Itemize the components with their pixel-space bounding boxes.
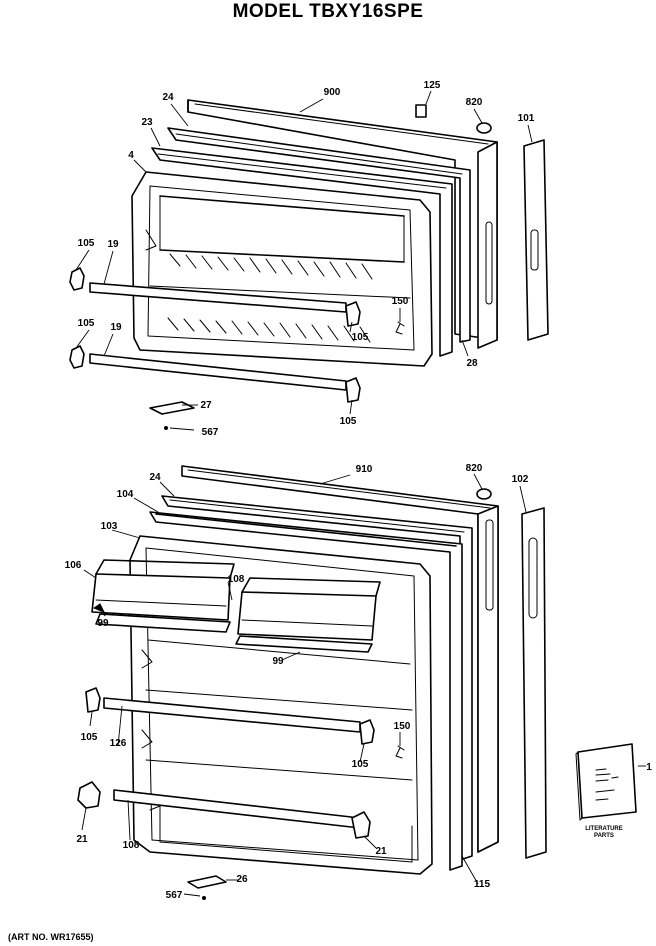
label-105: 105 — [78, 238, 95, 249]
fresh-food-breaker-104 — [149, 511, 463, 871]
label-150: 150 — [392, 296, 409, 307]
upper-leader-lines — [75, 90, 533, 431]
label-21: 21 — [76, 834, 88, 845]
label-910: 910 — [356, 464, 373, 475]
label-105: 105 — [352, 332, 369, 343]
label-105: 105 — [352, 759, 369, 770]
dairy-door-cover-108 — [237, 577, 381, 641]
label-115: 115 — [474, 879, 491, 890]
label-24: 24 — [162, 92, 174, 103]
cap-125 — [415, 104, 427, 118]
label-105: 105 — [340, 416, 357, 427]
label-21: 21 — [375, 846, 387, 857]
label-900: 900 — [324, 87, 341, 98]
label-105: 105 — [78, 318, 95, 329]
label-101: 101 — [518, 113, 535, 124]
label-820: 820 — [466, 463, 483, 474]
literature-caption-line1: LITERATURE — [585, 826, 623, 832]
label-19: 19 — [110, 322, 122, 333]
label-99: 99 — [272, 656, 284, 667]
label-27: 27 — [200, 400, 212, 411]
freezer-door-liner-4 — [131, 171, 433, 367]
art-number: (ART NO. WR17655) — [8, 932, 94, 942]
shelf-end-cap-21 — [351, 811, 371, 839]
label-820: 820 — [466, 97, 483, 108]
shelf-end-cap-105 — [345, 377, 361, 403]
screw-150 — [395, 321, 405, 335]
label-106: 106 — [65, 560, 82, 571]
label-108: 108 — [228, 574, 245, 585]
lower-leader-lines — [81, 473, 646, 897]
freezer-door-handle-101 — [523, 139, 549, 341]
label-103: 103 — [101, 521, 118, 532]
label-567: 567 — [166, 890, 183, 901]
label-108: 108 — [123, 840, 140, 851]
freezer-door-assembly: 900 125 820 101 24 23 4 105 19 105 19 15… — [69, 80, 549, 438]
literature-caption-line2: PARTS — [594, 833, 614, 839]
label-1: 1 — [646, 762, 652, 773]
label-24: 24 — [149, 472, 161, 483]
dairy-shelf-99-right — [235, 635, 373, 653]
fresh-food-door-assembly: LITERATURE PARTS — [65, 463, 653, 901]
plug-820 — [476, 122, 492, 134]
label-19: 19 — [107, 239, 119, 250]
model-title: MODEL TBXY16SPE — [232, 1, 424, 22]
hinge-bracket-27 — [149, 401, 195, 415]
shelf-end-cap-21 — [77, 781, 101, 809]
screw-567 — [164, 426, 168, 430]
upper-part-labels: 900 125 820 101 24 23 4 105 19 105 19 15… — [78, 80, 535, 438]
freezer-door-gasket-24 — [167, 127, 471, 343]
fresh-food-door-handle-102 — [521, 507, 547, 859]
shelf-end-cap-105 — [69, 267, 85, 291]
hinge-bracket-26 — [187, 875, 227, 889]
shelf-end-cap-105 — [85, 687, 101, 713]
fresh-food-outer-door-panel-910 — [181, 465, 499, 853]
label-105: 105 — [81, 732, 98, 743]
screw-150 — [395, 745, 405, 759]
shelf-end-cap-105 — [69, 345, 85, 369]
dairy-door-cover-106 — [91, 559, 235, 621]
label-23: 23 — [141, 117, 153, 128]
shelf-end-cap-105 — [359, 719, 375, 745]
upper-shelf-ribs — [167, 253, 373, 343]
literature-parts-book: LITERATURE PARTS — [575, 743, 637, 839]
label-102: 102 — [512, 474, 529, 485]
freezer-door-breaker-23 — [151, 147, 453, 357]
label-4: 4 — [128, 150, 134, 161]
label-150: 150 — [394, 721, 411, 732]
lower-part-labels: 910 820 102 24 104 103 106 108 99 99 105… — [65, 463, 653, 901]
dairy-shelf-99-left — [95, 613, 231, 633]
plug-820 — [476, 488, 492, 500]
label-125: 125 — [424, 80, 441, 91]
label-26: 26 — [236, 874, 248, 885]
shelf-end-cap-105 — [345, 301, 361, 327]
screw-567 — [202, 896, 206, 900]
label-99: 99 — [97, 618, 109, 629]
label-567: 567 — [202, 427, 219, 438]
label-126: 126 — [110, 738, 127, 749]
label-104: 104 — [117, 489, 134, 500]
label-28: 28 — [466, 358, 478, 369]
